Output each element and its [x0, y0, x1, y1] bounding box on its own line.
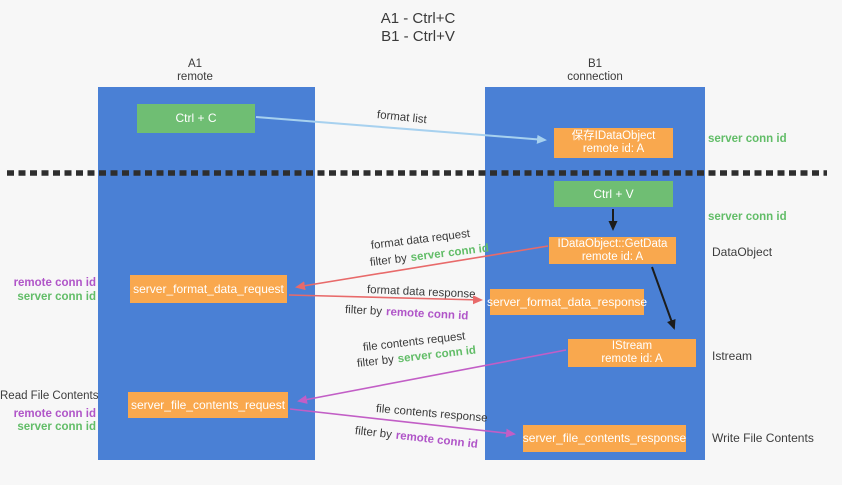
file-contents-response-label: file contents response [375, 403, 488, 425]
remote-conn-id-note-1: remote conn id [13, 277, 96, 289]
lane-a1-name: remote [177, 71, 213, 83]
istream-note: Istream [712, 349, 753, 363]
file-request-conn-ids: Read File Contents remote conn id server… [0, 390, 99, 435]
filter-by-text-1: filter by [369, 252, 408, 269]
save-idataobject-line2: remote id: A [582, 143, 645, 155]
istream-line1: IStream [611, 340, 653, 352]
server-file-contents-response-box: server_file_contents_response [523, 425, 686, 452]
server-format-data-response-label: server_format_data_response [486, 294, 648, 309]
lane-a1-id: A1 [187, 58, 203, 70]
read-file-contents-note: Read File Contents [0, 390, 99, 402]
title-line-1: A1 - Ctrl+C [380, 10, 456, 27]
remote-conn-id-note-2: remote conn id [13, 407, 96, 420]
save-idataobject-line1: 保存IDataObject [571, 130, 656, 142]
server-conn-id-mid-note: server conn id [708, 211, 787, 223]
filter-by-text-4: filter by [354, 425, 393, 442]
server-format-data-response-box: server_format_data_response [486, 289, 648, 315]
server-file-contents-response-label: server_file_contents_response [522, 431, 687, 445]
write-file-contents-note: Write File Contents [712, 431, 814, 445]
istream-line2: remote id: A [601, 353, 663, 365]
server-file-contents-request-label: server_file_contents_request [130, 397, 286, 412]
save-idataobject-box: 保存IDataObject remote id: A [554, 128, 673, 158]
istream-box: IStream remote id: A [568, 339, 696, 367]
idataobject-getdata-box: IDataObject::GetData remote id: A [549, 237, 676, 264]
getdata-line2: remote id: A [581, 250, 644, 263]
filter-remote-conn-id-2: remote conn id [385, 306, 469, 323]
filter-remote-conn-id-4: remote conn id [395, 429, 479, 451]
server-file-contents-request-box: server_file_contents_request [128, 392, 288, 418]
lane-b1-name: connection [567, 71, 623, 83]
format-list-label: format list [376, 109, 428, 127]
ctrl-v-label: Ctrl + V [593, 186, 634, 201]
filter-by-text-3: filter by [356, 353, 395, 370]
format-data-response-label: format data response [366, 284, 476, 301]
server-conn-id-note-1: server conn id [17, 290, 96, 303]
ctrl-v-box: Ctrl + V [554, 181, 673, 207]
server-format-data-request-label: server_format_data_request [133, 281, 284, 296]
ctrl-c-box: Ctrl + C [137, 104, 255, 133]
title-line-2: B1 - Ctrl+V [381, 28, 455, 45]
diagram-title: A1 - Ctrl+C B1 - Ctrl+V [318, 10, 518, 46]
server-conn-id-top-note: server conn id [708, 133, 787, 145]
server-format-data-request-box: server_format_data_request [130, 275, 287, 303]
getdata-line1: IDataObject::GetData [557, 237, 668, 250]
format-request-conn-ids: remote conn id server conn id [0, 277, 96, 304]
server-conn-id-note-2: server conn id [17, 421, 96, 433]
lane-header-b1: B1 connection [485, 58, 705, 84]
lane-header-a1: A1 remote [85, 58, 305, 84]
lane-b1-id: B1 [587, 58, 603, 70]
ctrl-c-label: Ctrl + C [175, 111, 217, 125]
dataobject-note: DataObject [712, 245, 773, 259]
filter-by-text-2: filter by [344, 304, 383, 318]
